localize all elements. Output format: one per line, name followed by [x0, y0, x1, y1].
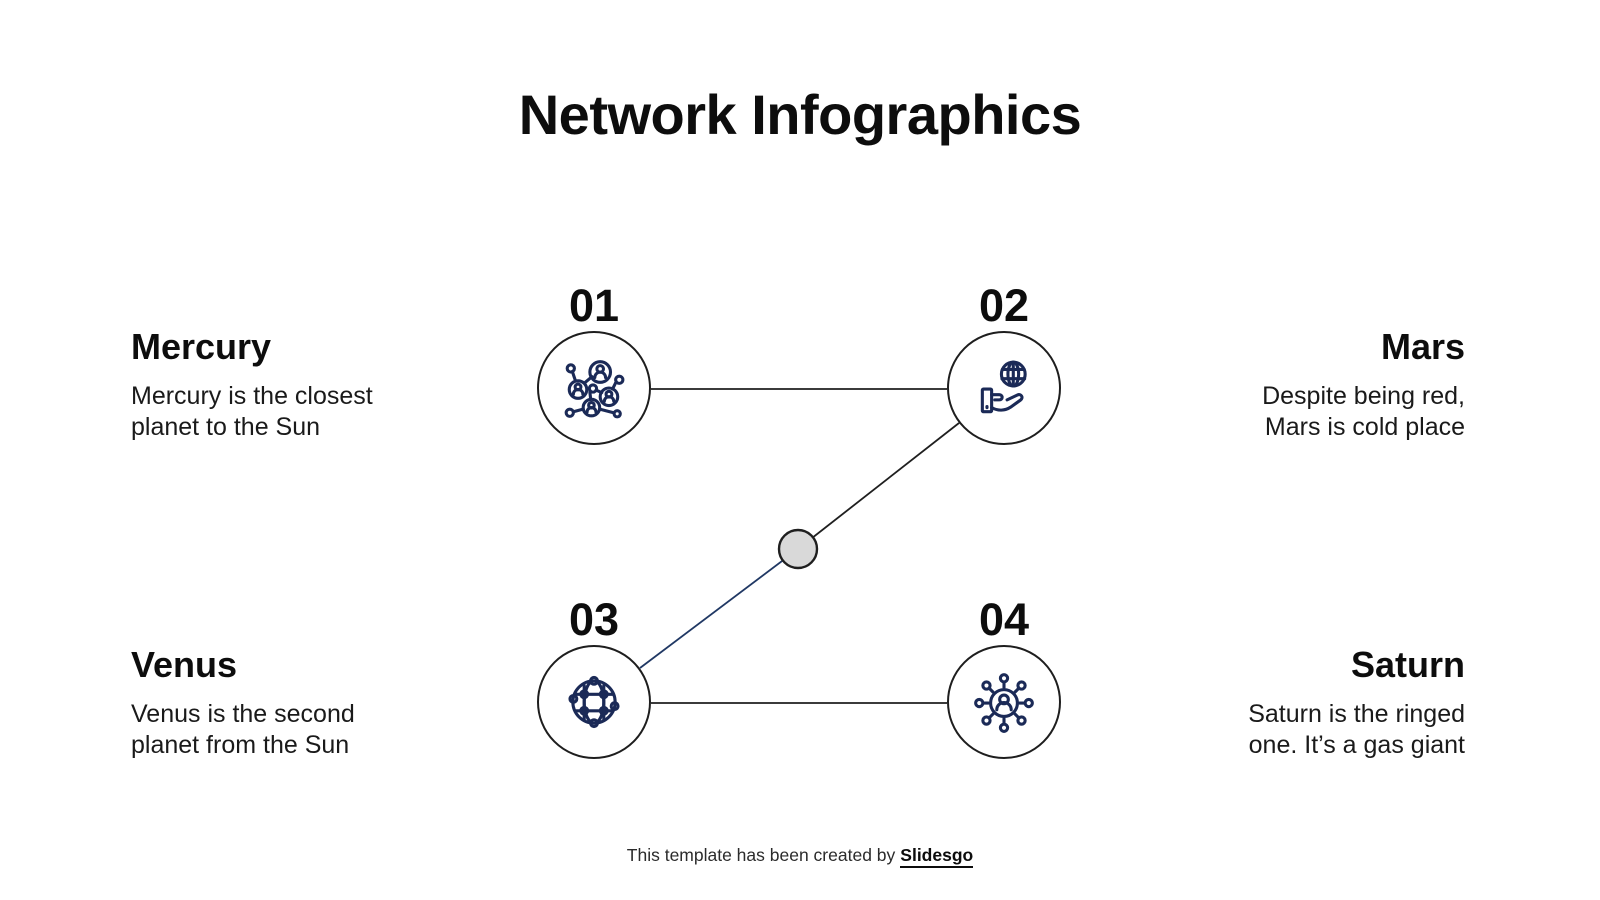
node-02-number: 02 [978, 280, 1030, 331]
saturn-title: Saturn [1350, 644, 1465, 685]
mercury-description: Mercury is the closest planet to the Sun [131, 382, 373, 442]
hub-circle [777, 528, 819, 570]
connector-hub-03 [639, 548, 799, 669]
venus-title: Venus [131, 644, 238, 685]
mercury-title: Mercury [131, 326, 272, 367]
slide-title: Network Infographics [518, 83, 1082, 146]
mars-title: Mars [1380, 326, 1465, 367]
person-hub-icon [974, 673, 1034, 733]
saturn-description: Saturn is the ringed one. It’s a gas gia… [1248, 700, 1465, 760]
node-04-number: 04 [978, 594, 1030, 645]
mars-block: Mars Despite being red, Mars is cold pla… [1095, 326, 1465, 443]
node-04-circle [947, 645, 1061, 759]
venus-block: Venus Venus is the second planet from th… [131, 644, 501, 761]
node-01-circle [537, 331, 651, 445]
node-01-number: 01 [568, 280, 620, 331]
venus-description: Venus is the second planet from the Sun [131, 700, 355, 760]
node-03-number: 03 [568, 594, 620, 645]
node-02-circle [947, 331, 1061, 445]
connector-02-hub [797, 422, 960, 550]
slidesgo-link[interactable]: Slidesgo [900, 845, 974, 868]
hand-holding-globe-icon [980, 360, 1027, 414]
mars-description: Despite being red, Mars is cold place [1262, 382, 1465, 442]
globe-network-icon [568, 675, 620, 729]
node-03-circle [537, 645, 651, 759]
saturn-block: Saturn Saturn is the ringed one. It’s a … [1095, 644, 1465, 761]
mercury-block: Mercury Mercury is the closest planet to… [131, 326, 501, 443]
footer-credit-text: This template has been created by [626, 845, 896, 865]
people-network-icon [564, 360, 625, 419]
